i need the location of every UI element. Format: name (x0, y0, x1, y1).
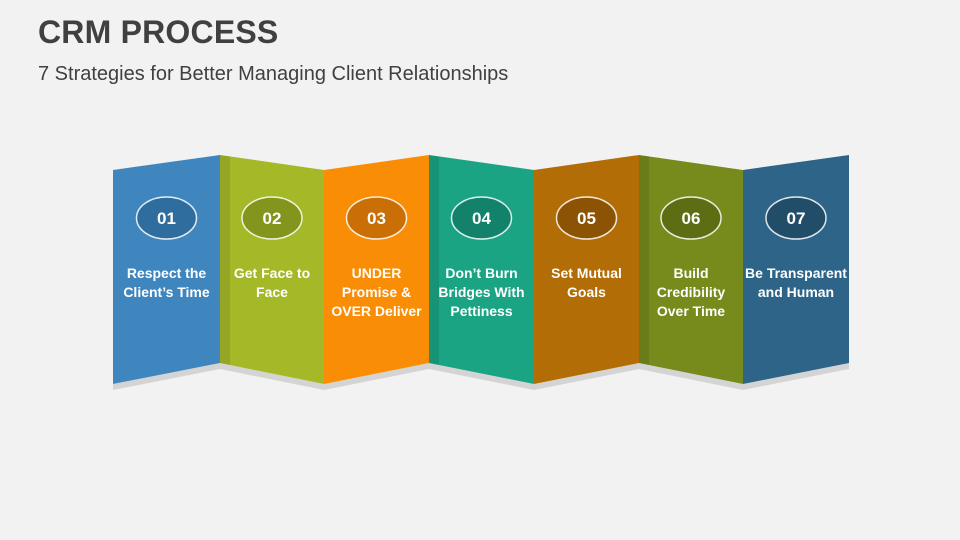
step-number: 03 (367, 209, 386, 228)
step-number: 02 (263, 209, 282, 228)
panel-shadow (429, 363, 534, 390)
step-label: Set Mutual Goals (551, 265, 622, 300)
step-number-circle (555, 196, 618, 240)
fold-shade (639, 155, 649, 365)
panel-shadow (324, 363, 429, 390)
step-panel-06: 06 (639, 155, 743, 390)
step-number-circle (135, 196, 198, 240)
step-panel-02: 02 (220, 155, 324, 390)
step-panel-04: 04 (429, 155, 534, 390)
step-label: UNDER Promise & OVER Deliver (331, 265, 422, 319)
step-panel-07: 07 (743, 155, 849, 390)
fold-shade (429, 155, 439, 365)
step-panel-03: 03 (324, 155, 429, 390)
panel-shadow (639, 363, 743, 390)
step-panel-01: 01 (113, 155, 220, 390)
step-label: Get Face to Face (233, 265, 311, 300)
step-label: Build Credibility Over Time (656, 265, 726, 319)
step-label: Be Transparent and Human (745, 265, 847, 300)
panel-shadow (743, 363, 849, 390)
page-title: CRM PROCESS (38, 14, 279, 50)
step-number: 05 (577, 209, 596, 228)
step-label: Respect the Client’s Time (123, 265, 210, 300)
step-number: 06 (682, 209, 701, 228)
panel-shadow (220, 363, 324, 390)
step-number-circle (660, 196, 722, 240)
fold-shade (220, 155, 230, 365)
step-number-circle (345, 196, 408, 240)
panel-shadow (534, 363, 639, 390)
step-number-circle (450, 196, 513, 240)
page-subtitle: 7 Strategies for Better Managing Client … (38, 63, 509, 85)
panel-shadow (113, 363, 220, 390)
step-number-circle (241, 196, 303, 240)
step-number: 04 (472, 209, 491, 228)
step-number: 01 (157, 209, 176, 228)
step-number-circle (765, 196, 827, 240)
step-label: Don’t Burn Bridges With Pettiness (438, 265, 525, 319)
step-panel-05: 05 (534, 155, 639, 390)
step-number: 07 (787, 209, 806, 228)
